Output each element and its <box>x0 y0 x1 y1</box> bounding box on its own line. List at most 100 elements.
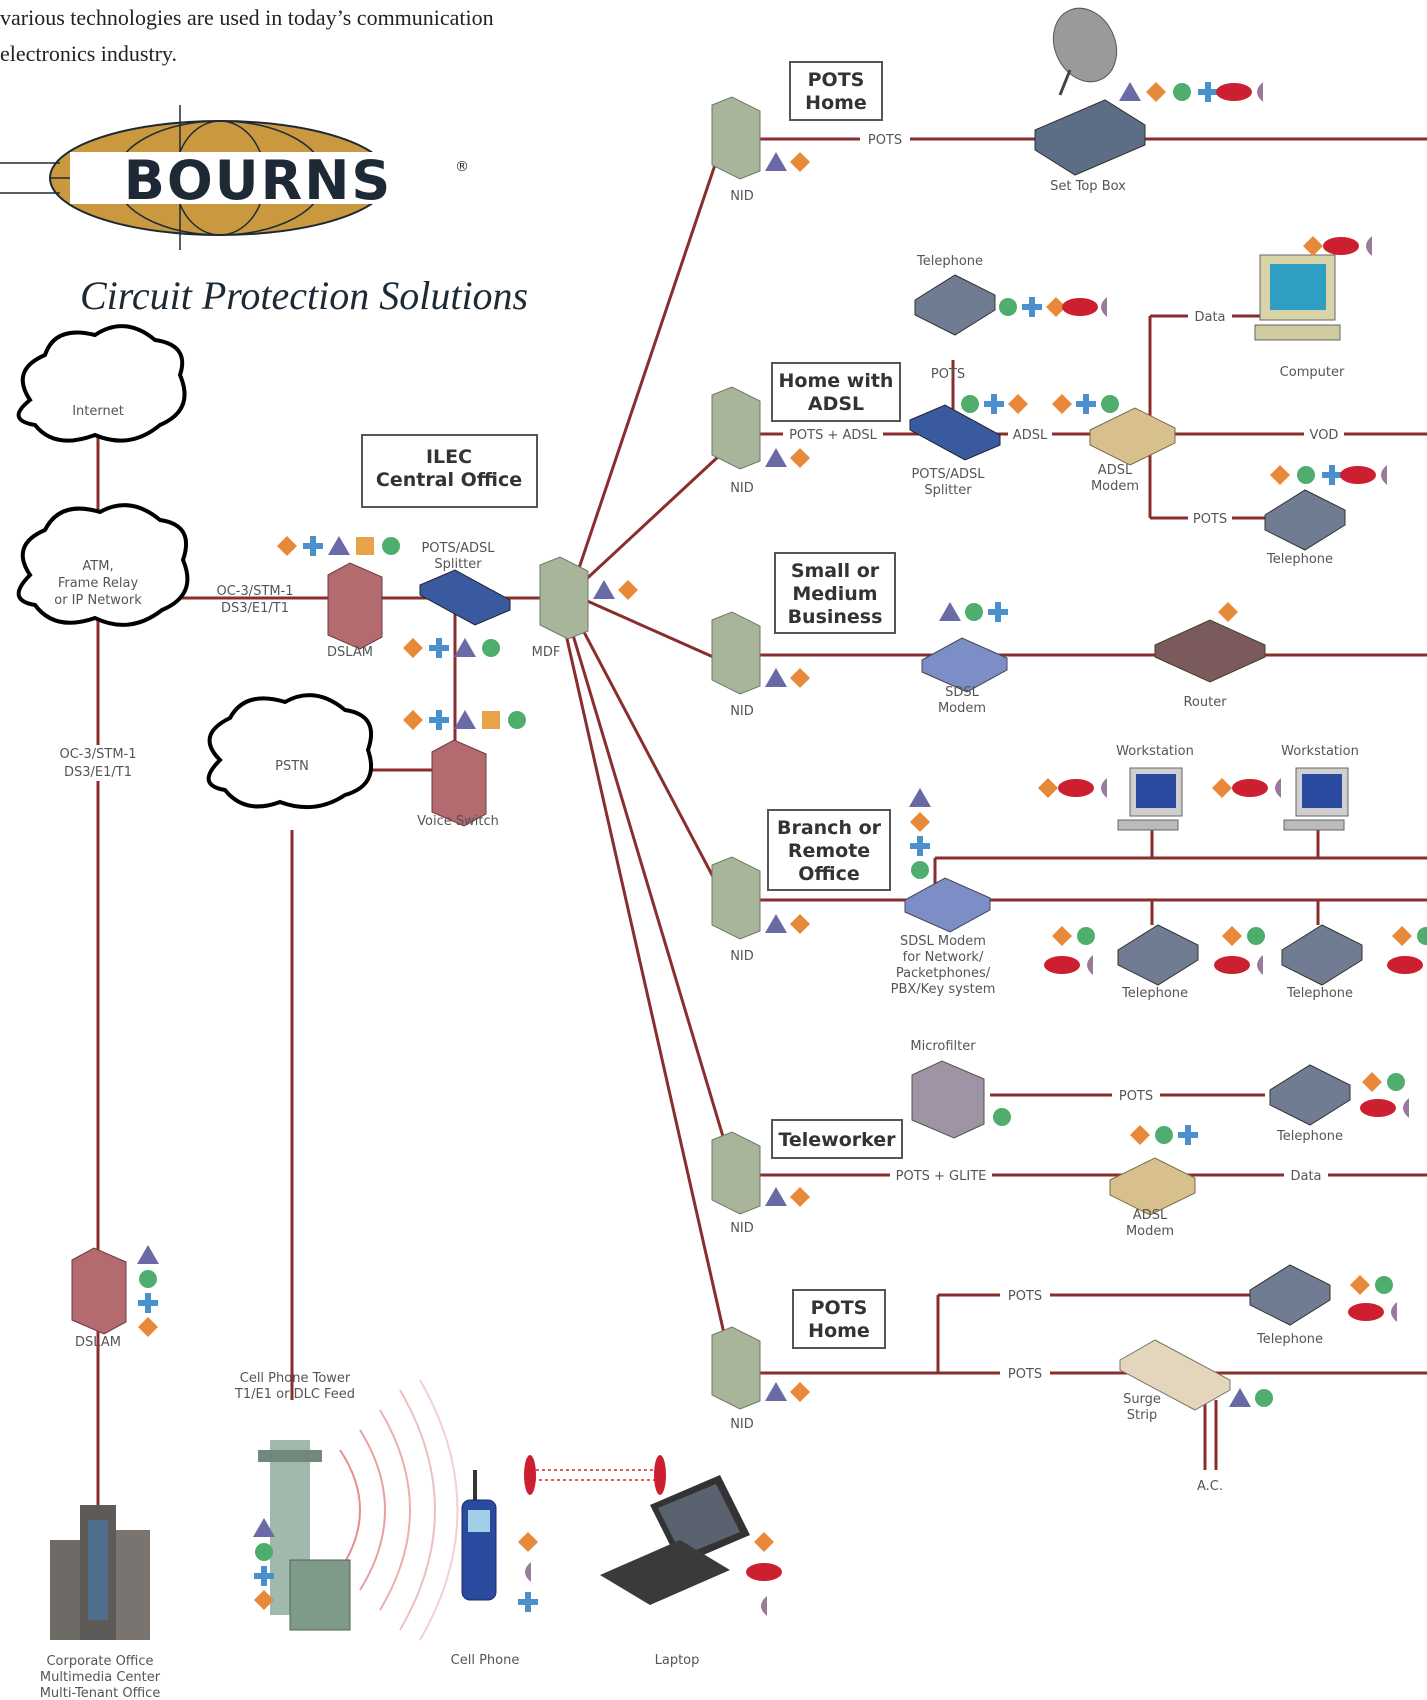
half-moon-icon <box>1257 955 1263 975</box>
circle-icon <box>1101 395 1119 413</box>
voice-switch-icon <box>431 739 487 827</box>
oval-icon <box>746 1563 782 1581</box>
half-moon-icon <box>1381 465 1387 485</box>
device-label: Router <box>1183 695 1227 710</box>
circle-icon <box>1247 927 1265 945</box>
half-moon-icon <box>1275 778 1281 798</box>
circle-icon <box>999 298 1017 316</box>
diamond-icon <box>790 914 810 934</box>
device-label: Telephone <box>1276 1129 1343 1144</box>
mdf-line-1 <box>573 149 722 581</box>
device-label: Telephone <box>1121 986 1188 1001</box>
box-title: Home with <box>779 370 894 392</box>
splitter-icon <box>909 404 1001 461</box>
device-label: Microfilter <box>910 1039 976 1054</box>
device-label: Cell Phone <box>451 1653 520 1668</box>
device-label: Computer <box>1280 365 1345 380</box>
telephone-icon <box>1269 1064 1351 1126</box>
modem-icon <box>1089 407 1176 466</box>
cross-icon <box>1076 394 1096 414</box>
intro-text: various technologies are used in today’s… <box>0 0 600 72</box>
logo-wordmark: BOURNS <box>124 149 393 212</box>
nid-label: NID <box>730 481 754 496</box>
cross-icon <box>1198 82 1218 102</box>
diamond-icon <box>138 1317 158 1337</box>
circle-icon <box>1387 1073 1405 1091</box>
oval-icon <box>1232 779 1268 797</box>
diamond-icon <box>1212 778 1232 798</box>
oval-icon <box>1387 956 1423 974</box>
triangle-icon <box>454 638 476 657</box>
link-label: VOD <box>1310 428 1339 443</box>
box-pots-home-1: POTS Home <box>789 61 883 121</box>
square-icon <box>482 711 500 729</box>
triangle-icon <box>593 580 615 599</box>
circle-icon <box>382 537 400 555</box>
dslam-server-icon <box>327 562 383 650</box>
box-title: Home <box>805 92 867 114</box>
mdf-line-4 <box>573 614 722 891</box>
box-title: Medium <box>792 583 877 605</box>
circle-icon <box>1417 927 1427 945</box>
diamond-icon <box>790 152 810 172</box>
oval-icon <box>1216 83 1252 101</box>
diamond-icon <box>1362 1072 1382 1092</box>
device-label: Set Top Box <box>1050 179 1126 194</box>
half-moon-icon <box>1101 297 1107 317</box>
workstation-icon <box>1283 767 1349 831</box>
circle-icon <box>1255 1389 1273 1407</box>
device-label: Multimedia Center <box>40 1670 161 1685</box>
diamond-icon <box>254 1590 274 1610</box>
triangle-icon <box>765 448 787 467</box>
diamond-icon <box>754 1532 774 1552</box>
cross-icon <box>254 1566 274 1586</box>
triangle-icon <box>765 152 787 171</box>
circle-icon <box>1297 466 1315 484</box>
diamond-icon <box>790 1382 810 1402</box>
devices: Set Top Box Telephone Computer POTS/ADSL… <box>40 7 1363 1700</box>
triangle-icon <box>765 1382 787 1401</box>
computer-icon <box>1254 254 1341 341</box>
cloud-label: ATM, <box>82 559 113 574</box>
device-label: DSLAM <box>75 1335 121 1350</box>
link-label: POTS <box>1008 1289 1042 1304</box>
mdf-line-2 <box>578 453 722 587</box>
triangle-icon <box>765 1187 787 1206</box>
box-title: Business <box>788 606 883 628</box>
triangle-icon <box>253 1518 275 1537</box>
nid-box: NID <box>711 96 761 204</box>
half-moon-icon <box>1366 236 1372 256</box>
oval-icon <box>1044 956 1080 974</box>
link-label: DS3/E1/T1 <box>221 601 289 616</box>
circle-icon <box>911 861 929 879</box>
modem-icon <box>1109 1157 1196 1216</box>
diamond-icon <box>403 638 423 658</box>
cell-tower-icon <box>258 1440 351 1631</box>
nid-box: NID <box>711 1131 761 1236</box>
nid-label: NID <box>730 949 754 964</box>
laptop-icon <box>600 1475 750 1605</box>
modem-icon <box>904 877 991 933</box>
nid-label: NID <box>730 1417 754 1432</box>
link-label: POTS <box>1193 512 1227 527</box>
device-label: Workstation <box>1281 744 1359 759</box>
radio-waves <box>339 1379 666 1641</box>
diamond-icon <box>1218 602 1238 622</box>
box-title: Central Office <box>376 469 522 491</box>
oval-icon <box>1214 956 1250 974</box>
half-moon-icon <box>1101 778 1107 798</box>
box-title: ILEC <box>426 446 472 468</box>
diamond-icon <box>790 1187 810 1207</box>
circle-icon <box>1173 83 1191 101</box>
link-label: ADSL <box>1013 428 1048 443</box>
nid-box: NID <box>711 1326 761 1432</box>
diamond-icon <box>277 536 297 556</box>
cloud-label: Frame Relay <box>58 576 139 591</box>
pstn-cloud: PSTN <box>206 693 374 810</box>
triangle-icon <box>1229 1388 1251 1407</box>
device-label: A.C. <box>1197 1479 1223 1494</box>
corporate-building-icon <box>50 1505 150 1640</box>
circle-icon <box>961 395 979 413</box>
circle-icon <box>965 603 983 621</box>
box-pots-home-2: POTS Home <box>792 1289 886 1349</box>
